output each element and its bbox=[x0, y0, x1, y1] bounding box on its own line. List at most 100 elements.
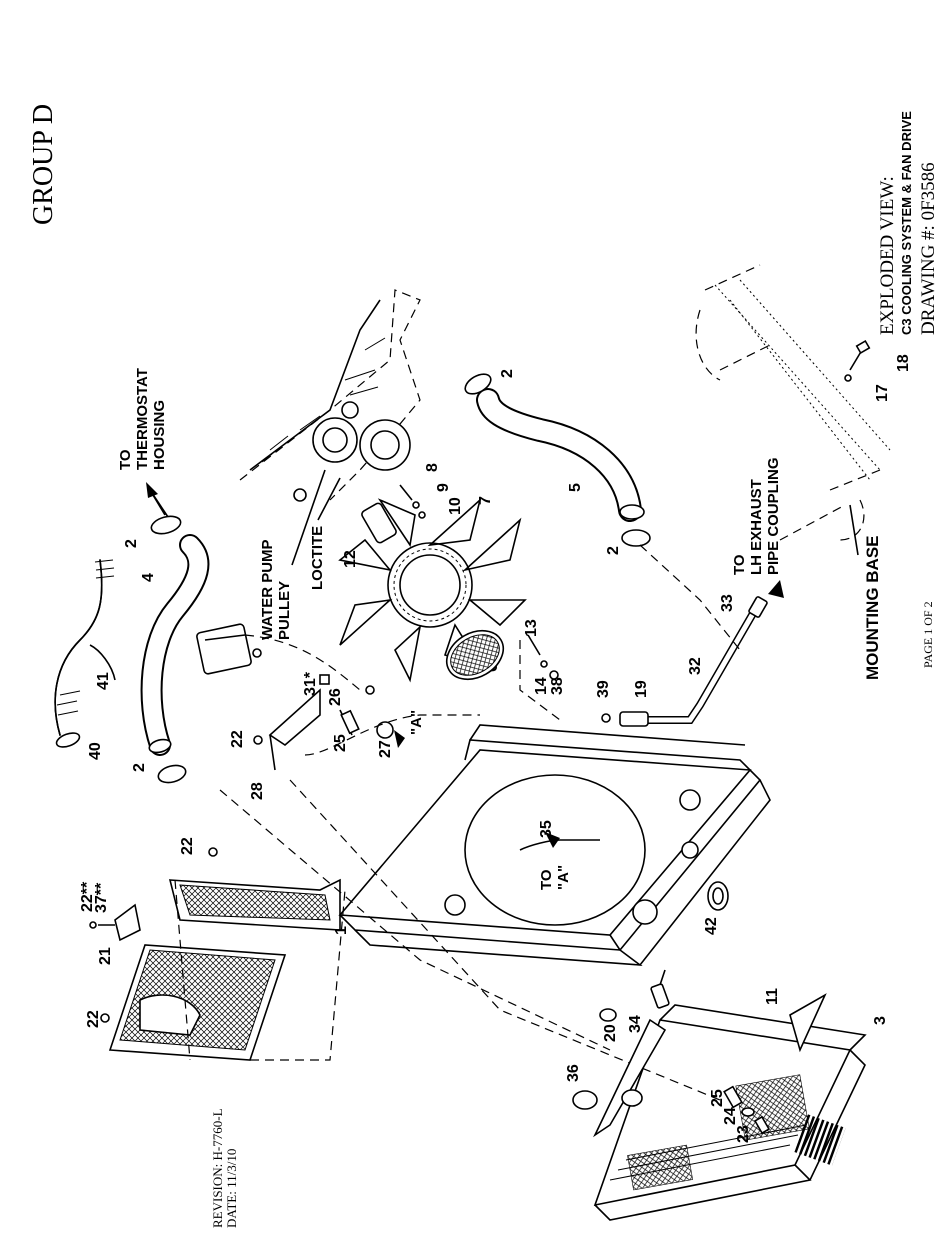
guard-dash-outline bbox=[174, 879, 346, 1061]
thermostat-callout: TO THERMOSTAT HOUSING bbox=[117, 368, 171, 521]
part-label-41: 41 bbox=[95, 672, 112, 690]
radiator-3 bbox=[593, 1004, 867, 1221]
part-label-40: 40 bbox=[87, 742, 104, 760]
washer-27 bbox=[376, 721, 394, 739]
part-label-26: 26 bbox=[327, 688, 344, 706]
screw-26 bbox=[365, 685, 375, 695]
mounting-base bbox=[695, 264, 891, 541]
part-label-36: 36 bbox=[565, 1064, 582, 1082]
part-label-22: 22 bbox=[179, 837, 196, 855]
part-label-25: 25 bbox=[709, 1089, 726, 1107]
loctite-callout: LOCTITE bbox=[309, 477, 341, 590]
washer-17 bbox=[844, 374, 852, 382]
exhaust-pipe-32 bbox=[601, 596, 768, 727]
water-pump-callout: WATER PUMP PULLEY bbox=[259, 469, 326, 640]
sensor-25-upper bbox=[339, 709, 360, 736]
part-label-22: 22 bbox=[85, 1010, 102, 1028]
fitting-33 bbox=[748, 596, 768, 618]
bracket-11-right bbox=[789, 993, 827, 1053]
part-label-42: 42 bbox=[703, 917, 720, 935]
svg-text:HOUSING: HOUSING bbox=[151, 400, 168, 470]
part-label-28: 28 bbox=[249, 782, 266, 800]
cap-30 bbox=[252, 648, 262, 658]
svg-text:PULLEY: PULLEY bbox=[276, 581, 293, 640]
svg-text:WATER PUMP: WATER PUMP bbox=[259, 539, 276, 640]
part-label-34: 34 bbox=[627, 1015, 644, 1033]
page-number: PAGE 1 OF 2 bbox=[921, 601, 935, 668]
part-label-3: 3 bbox=[872, 1016, 889, 1025]
part-label-24: 24 bbox=[722, 1107, 739, 1125]
part-label-22: 22 bbox=[229, 730, 246, 748]
bolts-22 bbox=[89, 735, 263, 1023]
part-label-21: 21 bbox=[97, 947, 114, 965]
part-label-14: 14 bbox=[533, 677, 550, 695]
fitting-31 bbox=[319, 674, 330, 685]
fan-7 bbox=[338, 497, 527, 683]
bushing-36b bbox=[621, 1089, 643, 1107]
part-label-17: 17 bbox=[874, 384, 891, 402]
alignment-lines bbox=[219, 504, 846, 1101]
part-label-27: 27 bbox=[377, 740, 394, 758]
bracket-28 bbox=[268, 688, 321, 771]
drain-fittings bbox=[723, 1085, 771, 1135]
fan-shroud-1 bbox=[338, 724, 771, 966]
part-label-9: 9 bbox=[435, 483, 452, 492]
part-label-2: 2 bbox=[123, 539, 140, 548]
svg-text:LH EXHAUST: LH EXHAUST bbox=[748, 479, 765, 575]
part-label-2: 2 bbox=[499, 369, 516, 378]
bracket-37 bbox=[98, 903, 141, 942]
bolt-set-8-9-10 bbox=[399, 484, 426, 519]
part-label-38: 38 bbox=[549, 677, 566, 695]
coolant-tank-29 bbox=[196, 623, 252, 675]
lower-hose-5 bbox=[476, 388, 645, 522]
part-label-8: 8 bbox=[424, 463, 441, 472]
part-label-37: 37** bbox=[93, 882, 110, 913]
bolt-18 bbox=[849, 339, 871, 371]
clamp-2-engine bbox=[464, 373, 492, 395]
drawing-number: DRAWING #: 0F3586 bbox=[918, 162, 939, 335]
part-label-10: 10 bbox=[447, 497, 464, 515]
view-subtitle: C3 COOLING SYSTEM & FAN DRIVE bbox=[899, 111, 914, 335]
svg-text:PIPE COUPLING: PIPE COUPLING bbox=[765, 457, 782, 575]
part-label-13: 13 bbox=[523, 619, 540, 637]
washer-20 bbox=[599, 1008, 617, 1022]
detail-a-arrow bbox=[394, 730, 405, 748]
part-label-31: 31* bbox=[302, 671, 319, 696]
part-label-4: 4 bbox=[140, 573, 157, 582]
grommet-42 bbox=[707, 881, 729, 911]
svg-text:TO: TO bbox=[538, 869, 555, 890]
detail-a-label: "A" bbox=[408, 710, 425, 735]
mounting-base-label: MOUNTING BASE bbox=[863, 536, 882, 681]
part-label-32: 32 bbox=[687, 657, 704, 675]
bolt-13 bbox=[527, 634, 559, 680]
exhaust-callout: TO LH EXHAUST PIPE COUPLING bbox=[731, 457, 784, 598]
fan-guard-21-left bbox=[108, 944, 287, 1061]
fan-guard-21-right bbox=[168, 878, 341, 931]
part-label-18: 18 bbox=[895, 354, 912, 372]
spacer-12 bbox=[361, 502, 397, 544]
hose-clamp-41 bbox=[89, 644, 116, 681]
part-label-12: 12 bbox=[342, 550, 359, 568]
date-text: DATE: 11/3/10 bbox=[224, 1149, 239, 1228]
washer-39 bbox=[601, 713, 611, 723]
svg-text:THERMOSTAT: THERMOSTAT bbox=[134, 368, 151, 470]
fan-drive-6 bbox=[445, 629, 505, 681]
clamp-2-pump bbox=[621, 529, 651, 547]
clamp-2-upper bbox=[150, 515, 182, 535]
part-label-2: 2 bbox=[131, 763, 148, 772]
part-label-19: 19 bbox=[633, 680, 650, 698]
part-label-2: 2 bbox=[605, 546, 622, 555]
group-title: GROUP D bbox=[28, 104, 59, 225]
hose-40 bbox=[54, 559, 115, 748]
part-label-35: 35 bbox=[538, 820, 555, 838]
part-label-39: 39 bbox=[595, 680, 612, 698]
part-label-22: 22** bbox=[79, 881, 96, 912]
part-label-11: 11 bbox=[764, 988, 781, 1005]
part-label-33: 33 bbox=[719, 594, 736, 612]
part-label-20: 20 bbox=[602, 1024, 619, 1042]
part-label-5: 5 bbox=[567, 483, 584, 492]
mounting-base-leader bbox=[849, 504, 859, 556]
bracket-11-left bbox=[593, 1018, 667, 1138]
